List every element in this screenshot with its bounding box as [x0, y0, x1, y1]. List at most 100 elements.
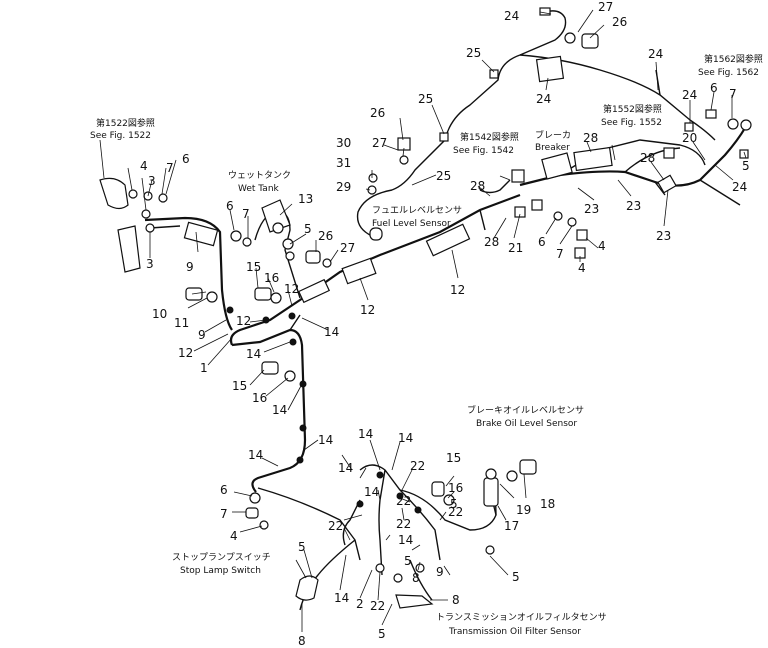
callout-14: 14 — [272, 403, 287, 417]
callout-24: 24 — [732, 180, 747, 194]
callout-15: 15 — [246, 260, 261, 274]
fuel-level-sensor-label-jp: フュエルレベルセンサ — [372, 205, 462, 216]
wet-tank-label-jp: ウェットタンク — [228, 170, 291, 181]
callout-22: 22 — [410, 459, 425, 473]
harness-clamps — [183, 55, 613, 304]
callout-4: 4 — [140, 159, 148, 173]
callout-12: 12 — [236, 314, 251, 328]
callout-23: 23 — [584, 202, 599, 216]
callout-14: 14 — [318, 433, 333, 447]
callout-9: 9 — [436, 565, 444, 579]
callout-25: 25 — [466, 46, 481, 60]
component-labels: ウェットタンク Wet Tank ブレーカ Breaker フュエルレベルセンサ… — [172, 129, 607, 637]
callout-11: 11 — [174, 316, 189, 330]
callout-3: 3 — [146, 257, 154, 271]
callout-numbers: 24 27 26 25 24 24 25 24 6 7 26 27 30 31 … — [140, 0, 750, 648]
stop-lamp-switch-label-en: Stop Lamp Switch — [180, 566, 261, 576]
callout-22: 22 — [396, 494, 411, 508]
callout-22: 22 — [328, 519, 343, 533]
callout-13: 13 — [298, 192, 313, 206]
callout-19: 19 — [516, 503, 531, 517]
callout-30: 30 — [336, 136, 351, 150]
callout-23: 23 — [626, 199, 641, 213]
brake-oil-level-sensor-label-jp: ブレーキオイルレベルセンサ — [467, 404, 584, 416]
callout-14: 14 — [324, 325, 339, 339]
callout-8: 8 — [452, 593, 460, 607]
left-bracket — [99, 177, 168, 273]
callout-7: 7 — [242, 207, 250, 221]
callout-21: 21 — [508, 241, 523, 255]
callout-26: 26 — [612, 15, 627, 29]
callout-14: 14 — [248, 448, 263, 462]
callout-31: 31 — [336, 156, 351, 170]
callout-7: 7 — [556, 247, 564, 261]
ref-1542-en: See Fig. 1542 — [453, 146, 514, 156]
callout-28: 28 — [640, 151, 655, 165]
callout-12: 12 — [284, 282, 299, 296]
callout-14: 14 — [246, 347, 261, 361]
stop-lamp-switch-label-jp: ストップランプスイッチ — [172, 552, 271, 563]
callout-2: 2 — [356, 597, 364, 611]
callout-25: 25 — [436, 169, 451, 183]
callout-16: 16 — [252, 391, 267, 405]
callout-27: 27 — [372, 136, 387, 150]
callout-6: 6 — [182, 152, 190, 166]
callout-5: 5 — [378, 627, 386, 641]
callout-10: 10 — [152, 307, 167, 321]
ref-1552-jp: 第1552図参照 — [603, 103, 662, 115]
callout-24: 24 — [504, 9, 519, 23]
callout-8: 8 — [412, 571, 420, 585]
callout-4: 4 — [598, 239, 606, 253]
wet-tank-sensor — [261, 199, 295, 261]
callout-24: 24 — [536, 92, 551, 106]
callout-25: 25 — [418, 92, 433, 106]
callout-22: 22 — [396, 517, 411, 531]
callout-18: 18 — [540, 497, 555, 511]
callout-14: 14 — [334, 591, 349, 605]
sensors-and-switches — [295, 468, 499, 609]
callout-7: 7 — [166, 161, 174, 175]
callout-6: 6 — [538, 235, 546, 249]
callout-5: 5 — [450, 497, 458, 511]
callout-24: 24 — [648, 47, 663, 61]
ref-1552-en: See Fig. 1552 — [601, 118, 662, 128]
trans-oil-filter-sensor-label-en: Transmission Oil Filter Sensor — [448, 627, 581, 637]
callout-28: 28 — [470, 179, 485, 193]
ref-1562-en: See Fig. 1562 — [698, 68, 759, 78]
callout-27: 27 — [598, 0, 613, 14]
callout-3: 3 — [148, 174, 156, 188]
callout-12: 12 — [360, 303, 375, 317]
callout-7: 7 — [729, 87, 737, 101]
callout-6: 6 — [220, 483, 228, 497]
callout-6: 6 — [226, 199, 234, 213]
callout-22: 22 — [448, 505, 463, 519]
callout-16: 16 — [264, 271, 279, 285]
main-harness-wires — [144, 10, 746, 611]
ref-1562-jp: 第1562図参照 — [704, 53, 763, 65]
callout-4: 4 — [230, 529, 238, 543]
callout-8: 8 — [298, 634, 306, 648]
callout-23: 23 — [656, 229, 671, 243]
callout-16: 16 — [448, 481, 463, 495]
callout-29: 29 — [336, 180, 351, 194]
callout-24: 24 — [682, 88, 697, 102]
callout-6: 6 — [710, 81, 718, 95]
callout-14: 14 — [364, 485, 379, 499]
callout-1: 1 — [200, 361, 208, 375]
callout-26: 26 — [318, 229, 333, 243]
fuel-level-sensor-label-en: Fuel Level Sensor — [372, 219, 451, 229]
callout-28: 28 — [583, 131, 598, 145]
callout-14: 14 — [338, 461, 353, 475]
callout-5: 5 — [404, 554, 412, 568]
callout-14: 14 — [358, 427, 373, 441]
callout-5: 5 — [304, 222, 312, 236]
ref-1522-en: See Fig. 1522 — [90, 131, 151, 141]
callout-12: 12 — [450, 283, 465, 297]
wet-tank-label-en: Wet Tank — [238, 184, 280, 194]
callout-14: 14 — [398, 431, 413, 445]
figure-references: 第1522図参照 See Fig. 1522 第1542図参照 See Fig.… — [90, 53, 763, 156]
callout-20: 20 — [682, 131, 697, 145]
callout-4: 4 — [578, 261, 586, 275]
callout-17: 17 — [504, 519, 519, 533]
